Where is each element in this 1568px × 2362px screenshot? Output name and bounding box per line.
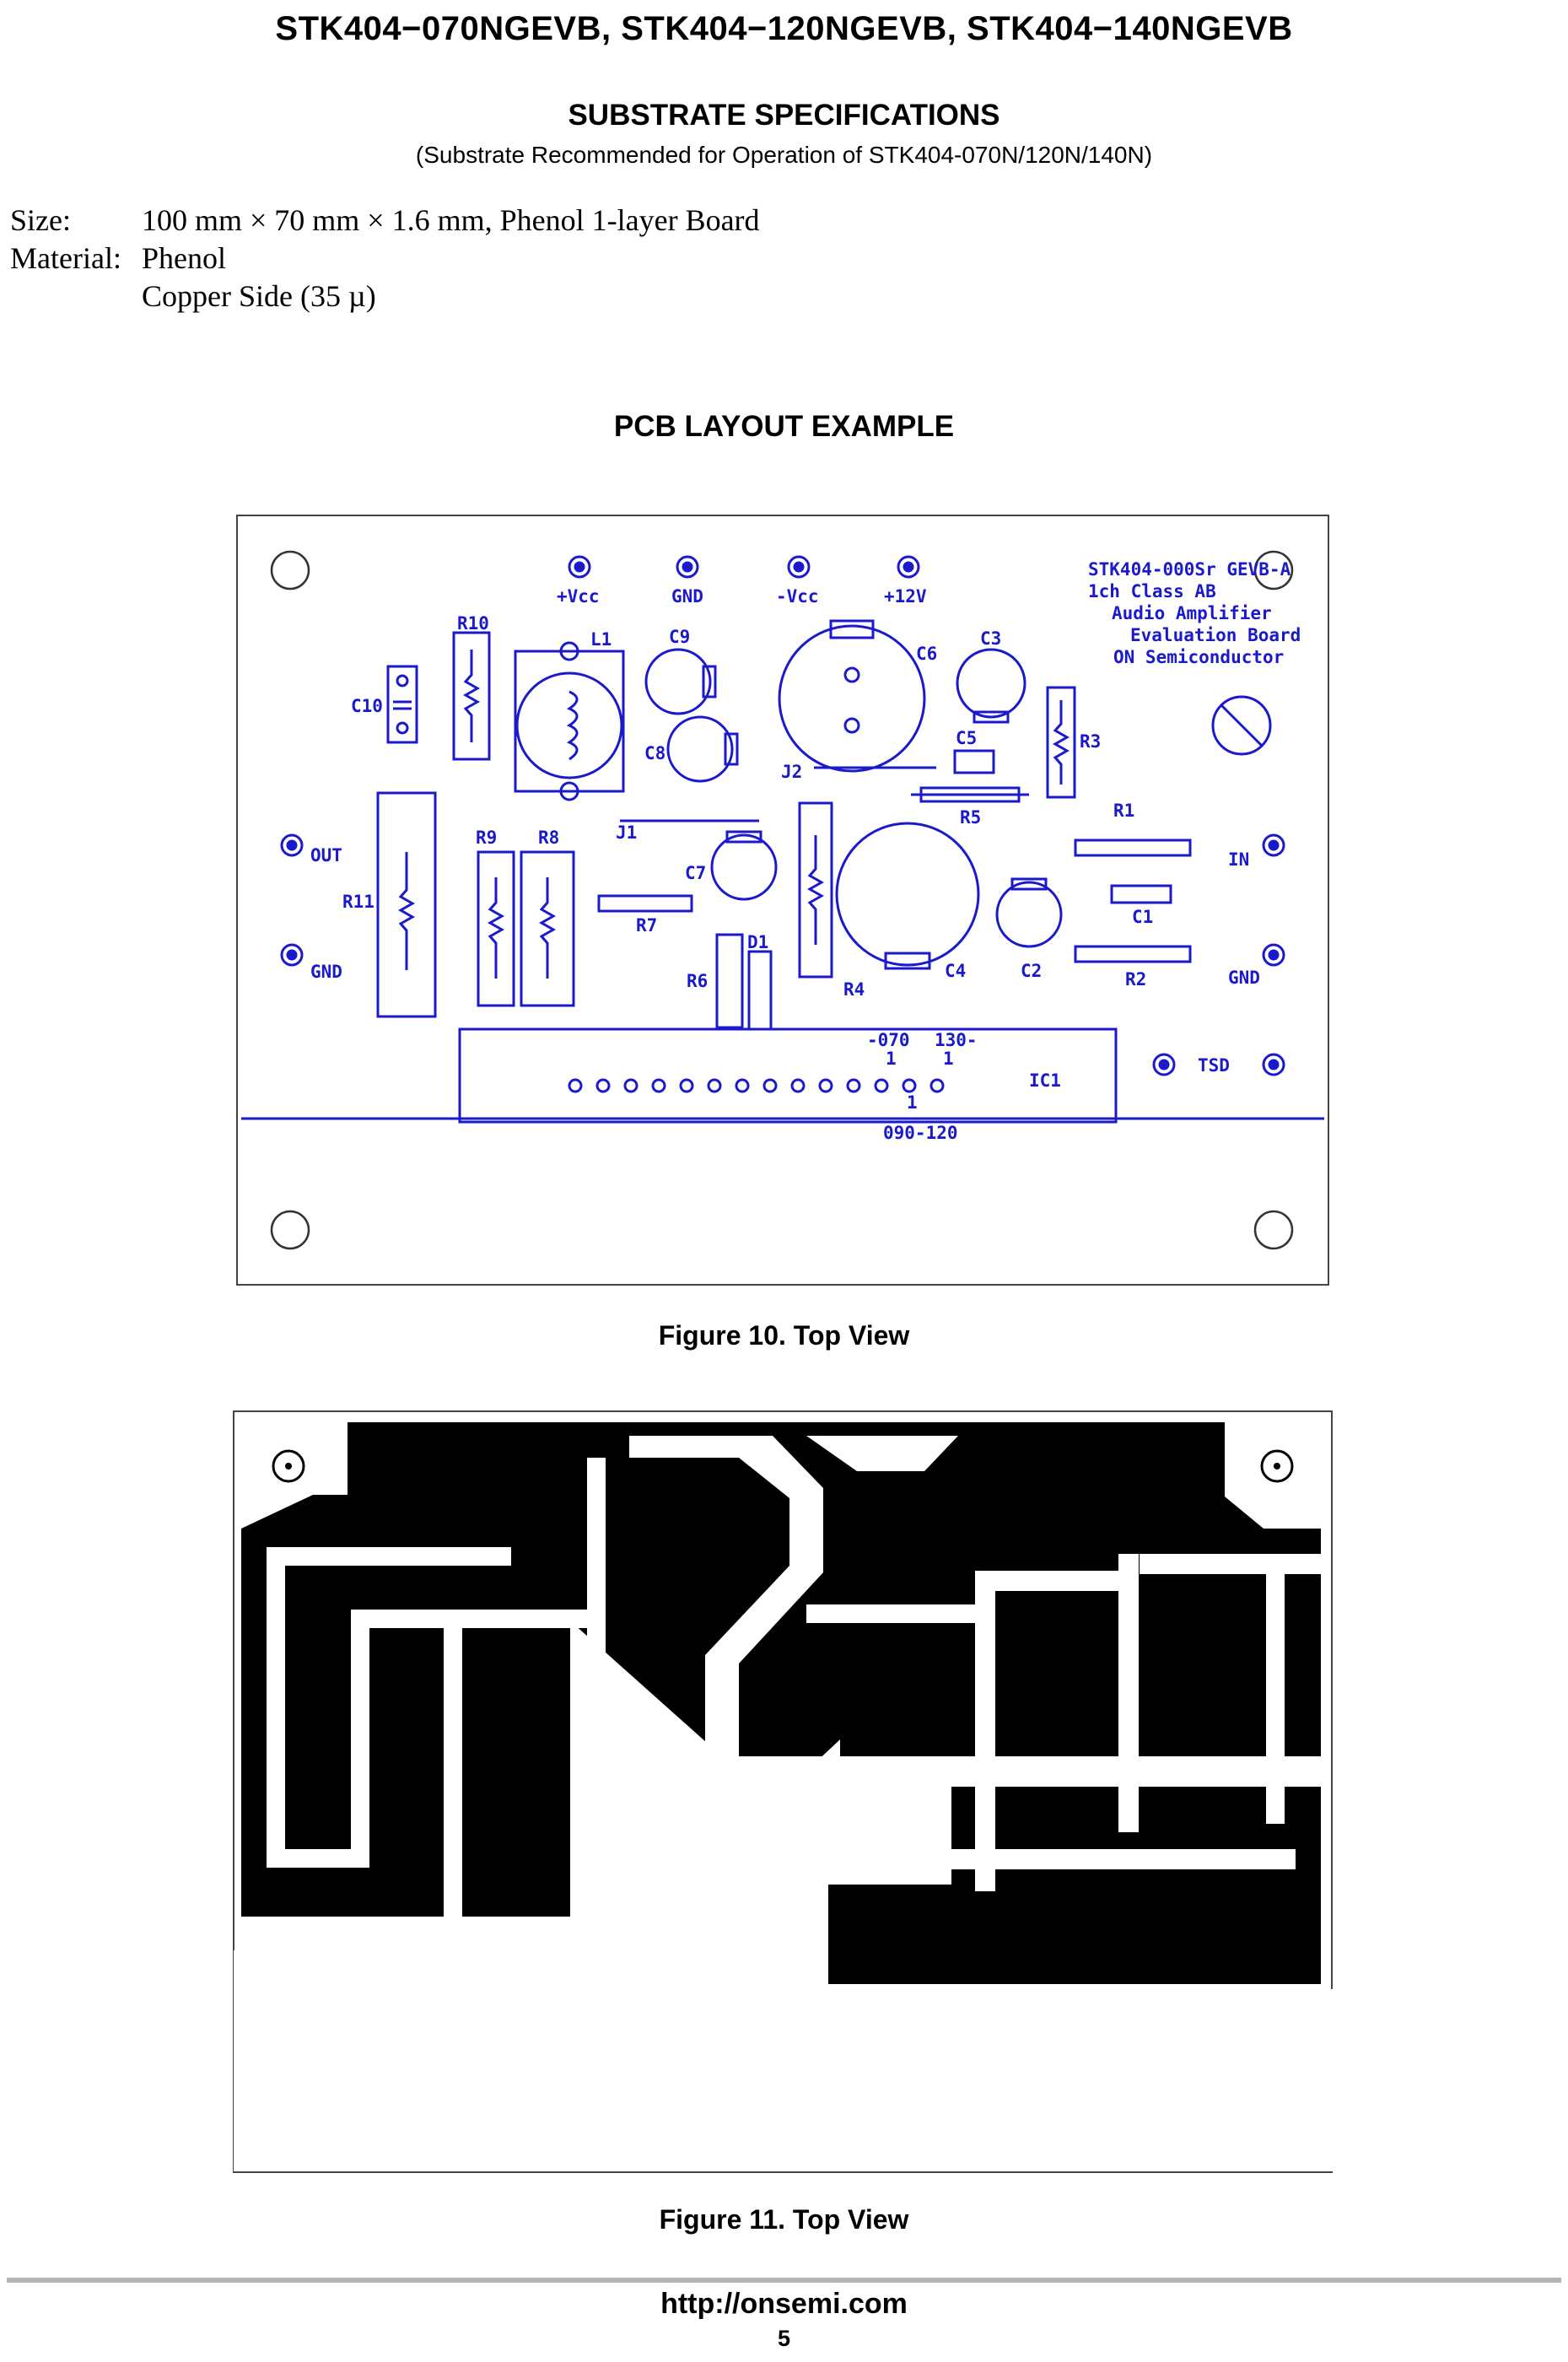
terminal-label-gnd-top: GND xyxy=(671,586,703,607)
footer-url-link[interactable]: http://onsemi.com xyxy=(660,2288,908,2320)
board-label-line-4: Evaluation Board xyxy=(1130,625,1301,645)
copper-gaps xyxy=(234,1436,1333,2171)
label-r10: R10 xyxy=(457,613,489,634)
label-ic-090-pin: 1 xyxy=(907,1092,918,1113)
page-number: 5 xyxy=(777,2326,791,2351)
mounting-holes xyxy=(270,550,1294,1250)
pcb-silkscreen-figure: STK404-000Sr GEVB-A 1ch Class AB Audio A… xyxy=(236,515,1329,1286)
label-c4: C4 xyxy=(945,961,966,981)
size-value: 100 mm × 70 mm × 1.6 mm, Phenol 1-layer … xyxy=(142,203,760,237)
terminal-label-12v: +12V xyxy=(884,586,927,607)
label-c7: C7 xyxy=(685,863,706,883)
terminal-pads xyxy=(280,555,1285,1076)
label-c1: C1 xyxy=(1132,907,1153,927)
label-c5: C5 xyxy=(956,728,977,748)
label-c10: C10 xyxy=(351,696,383,716)
label-r2: R2 xyxy=(1125,969,1146,990)
terminal-label-out: OUT xyxy=(310,845,342,866)
label-ic-070-pin: 1 xyxy=(886,1049,897,1069)
label-r8: R8 xyxy=(538,828,559,848)
pcb-copper-figure xyxy=(233,1410,1333,2173)
terminal-label-in: IN xyxy=(1228,849,1249,870)
label-c2: C2 xyxy=(1021,961,1042,981)
label-j1: J1 xyxy=(616,822,637,843)
label-r1: R1 xyxy=(1113,801,1134,821)
material-label: Material: xyxy=(10,241,121,275)
size-label: Size: xyxy=(10,203,71,237)
label-c9: C9 xyxy=(669,627,690,647)
substrate-heading: SUBSTRATE SPECIFICATIONS xyxy=(568,99,1000,132)
terminal-label-tsd: TSD xyxy=(1198,1055,1230,1076)
label-ic-090-120: 090-120 xyxy=(883,1123,958,1143)
copper-value: Copper Side (35 µ) xyxy=(142,279,376,313)
terminal-label-minus-vcc: -Vcc xyxy=(776,586,819,607)
board-label-line-3: Audio Amplifier xyxy=(1112,603,1272,623)
substrate-subheading: (Substrate Recommended for Operation of … xyxy=(415,142,1153,168)
material-value: Phenol xyxy=(142,241,227,275)
label-r11: R11 xyxy=(342,892,374,912)
board-label-line-5: ON Semiconductor xyxy=(1113,647,1284,667)
label-c8: C8 xyxy=(644,743,665,763)
label-ic-130: 130- xyxy=(935,1030,978,1050)
footer-divider xyxy=(7,2278,1561,2283)
board-label-line-1: STK404-000Sr GEVB-A xyxy=(1088,559,1291,580)
label-ic1: IC1 xyxy=(1029,1070,1061,1091)
label-j2: J2 xyxy=(781,762,802,782)
label-r9: R9 xyxy=(476,828,497,848)
label-r4: R4 xyxy=(843,979,865,1000)
label-ic-070: -070 xyxy=(867,1030,910,1050)
label-c6: C6 xyxy=(916,644,937,664)
label-r7: R7 xyxy=(636,915,657,936)
label-r3: R3 xyxy=(1080,731,1101,752)
label-r6: R6 xyxy=(687,971,708,991)
terminal-label-gnd-right: GND xyxy=(1228,968,1260,988)
terminal-label-gnd-left: GND xyxy=(310,962,342,982)
figure-11-caption: Figure 11. Top View xyxy=(659,2204,909,2235)
label-c3: C3 xyxy=(980,628,1001,649)
document-title: STK404−070NGEVB, STK404−120NGEVB, STK404… xyxy=(275,10,1293,47)
board-label-line-2: 1ch Class AB xyxy=(1088,581,1216,601)
label-l1: L1 xyxy=(590,629,612,650)
label-ic-130-pin: 1 xyxy=(943,1049,954,1069)
pcb-heading: PCB LAYOUT EXAMPLE xyxy=(613,410,955,443)
terminal-label-vcc: +Vcc xyxy=(557,586,600,607)
label-r5: R5 xyxy=(960,807,981,828)
label-d1: D1 xyxy=(747,932,768,952)
silkscreen-graphics xyxy=(241,555,1324,1124)
figure-10-caption: Figure 10. Top View xyxy=(658,1320,910,1351)
